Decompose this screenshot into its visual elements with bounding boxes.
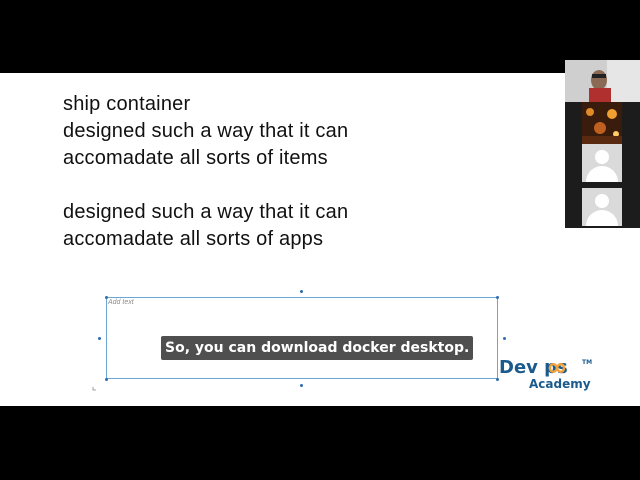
logo-wordmark: Dev ps: [499, 357, 568, 378]
scene-video-icon: [582, 102, 622, 144]
subtitle-caption: So, you can download docker desktop.: [161, 336, 474, 360]
resize-handle-bottom[interactable]: [300, 384, 303, 387]
resize-handle-top-left[interactable]: [105, 296, 108, 299]
slide-line-5: accomadate all sorts of apps: [63, 228, 324, 250]
resize-handle-bottom-right[interactable]: [496, 378, 499, 381]
resize-handle-top[interactable]: [300, 290, 303, 293]
avatar-body-shape: [586, 210, 618, 226]
resize-handle-top-right[interactable]: [496, 296, 499, 299]
participant-avatar-2[interactable]: [582, 188, 622, 226]
avatar-body-shape: [586, 166, 618, 182]
avatar-placeholder-icon: [595, 150, 609, 164]
letterbox-bottom: [0, 406, 640, 480]
participant-avatar-1[interactable]: [582, 144, 622, 182]
slide-line-1: ship container: [63, 93, 191, 115]
slide-body-text: ship container designed such a way that …: [63, 91, 348, 253]
rotate-handle-icon[interactable]: [92, 386, 98, 392]
logo-trademark: TM: [582, 359, 593, 366]
logo-subtitle: Academy: [529, 377, 591, 391]
participant-video-presenter[interactable]: [565, 60, 640, 102]
textbox-placeholder: Add text: [108, 299, 134, 306]
presenter-video-icon: [565, 60, 640, 102]
infinity-loop-icon: [548, 363, 566, 373]
participant-video-scene[interactable]: [582, 102, 622, 144]
selected-text-box[interactable]: Add text: [106, 297, 498, 379]
slide-line-4: designed such a way that it can: [63, 201, 349, 223]
resize-handle-left[interactable]: [98, 337, 101, 340]
letterbox-top: [0, 0, 640, 73]
slide-line-3: accomadate all sorts of items: [63, 147, 328, 169]
slide-line-2: designed such a way that it can: [63, 120, 349, 142]
resize-handle-bottom-left[interactable]: [105, 378, 108, 381]
avatar-placeholder-icon: [595, 194, 609, 208]
devops-academy-logo: Dev ps TM Academy: [499, 357, 627, 395]
slide-line-gap: [63, 172, 348, 199]
resize-handle-right[interactable]: [503, 337, 506, 340]
